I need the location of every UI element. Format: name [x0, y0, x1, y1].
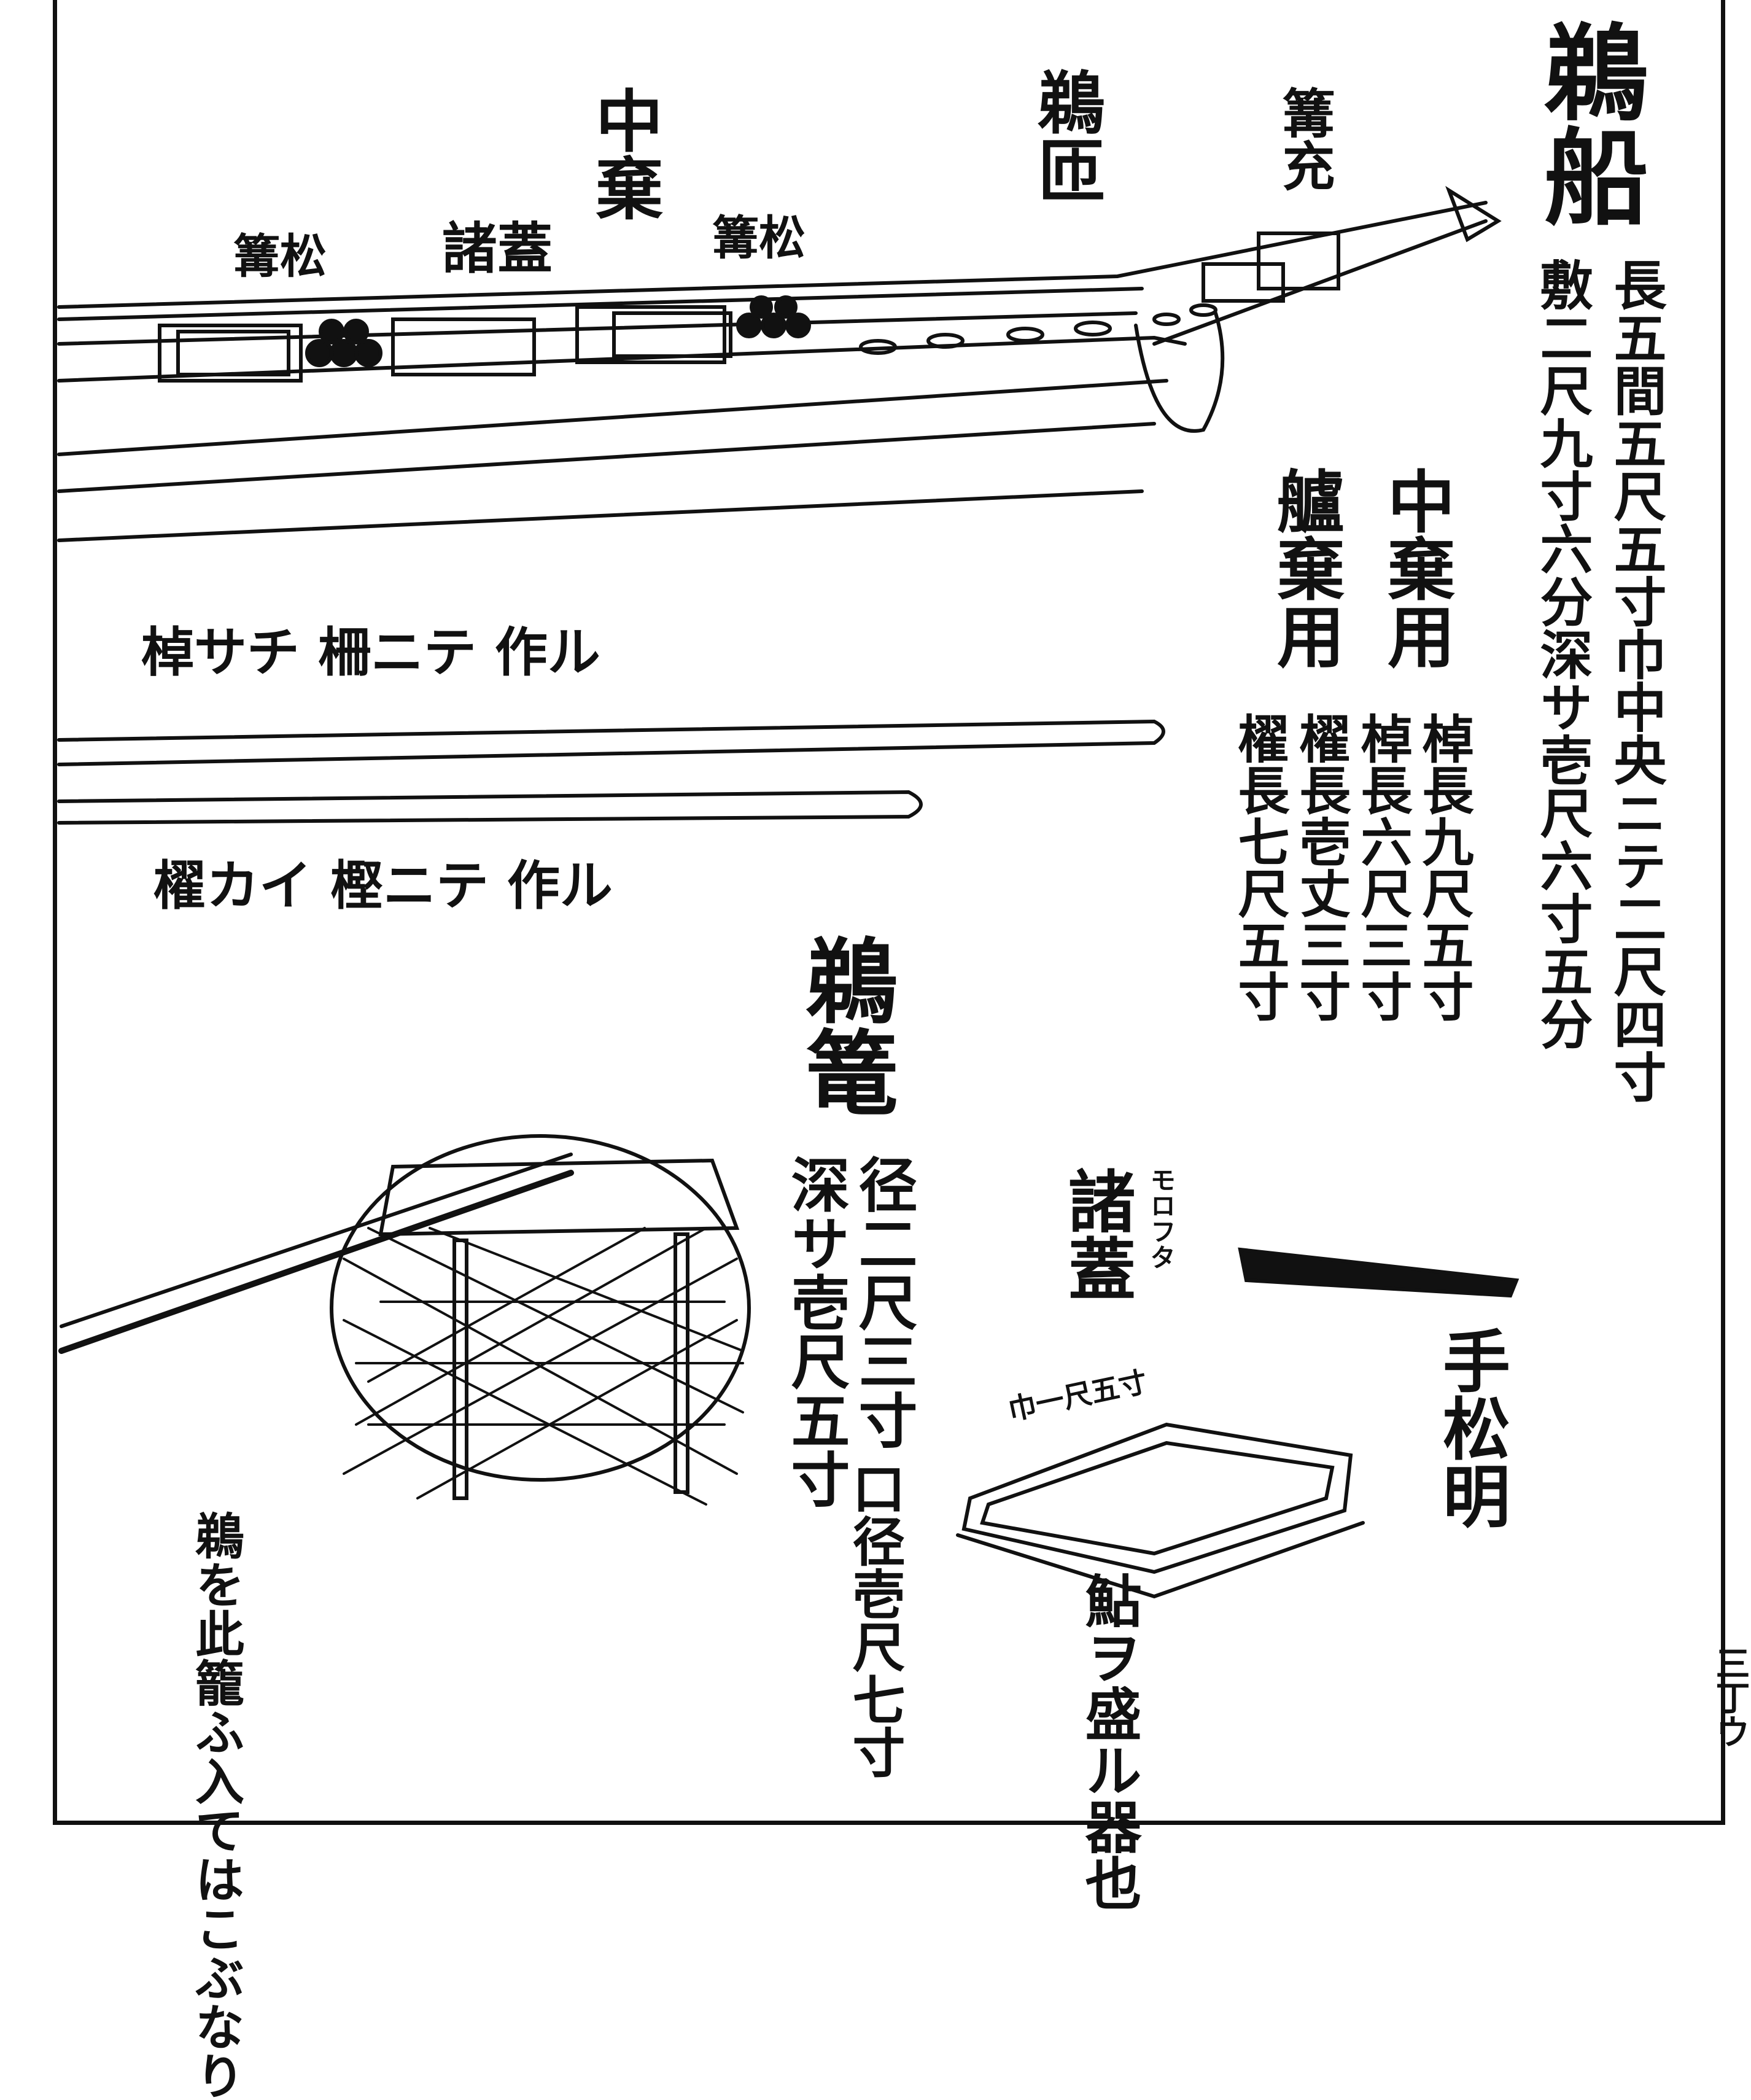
label-kagari-bow: 篝充 — [1273, 86, 1335, 192]
illustrations — [57, 185, 1520, 1599]
torch-label: 手松明 — [1431, 1326, 1510, 1529]
lid-furigana: モロフタ — [1146, 1167, 1176, 1270]
basket-spec-1: 径二尺三寸 — [848, 1154, 918, 1449]
basket-title: 鵜篭 — [790, 933, 898, 1118]
pole2-label: 櫂カイ 樫ニテ 作ル — [153, 855, 613, 917]
basket-illustration — [58, 1134, 751, 1506]
page-frame — [53, 0, 1725, 1825]
label-uhako: 鵜匝 — [1026, 68, 1105, 203]
title-boat: 鵜船 — [1526, 18, 1648, 227]
label-kagari-left: 篝松 — [233, 229, 327, 284]
col-c2: 櫂長壱丈三寸 — [1291, 712, 1352, 1022]
label-moro: 諸蓋 — [442, 216, 553, 281]
page-number: 三丁ウ — [1710, 1646, 1750, 1749]
basket-spec-3: 口径壱尺七寸 — [843, 1461, 905, 1778]
col-a2: 棹長九尺五寸 — [1414, 712, 1475, 1022]
boat-spec-1: 長五間五尺五寸巾中央ニテ二尺四寸 — [1604, 258, 1666, 1103]
pole-illustrations — [57, 719, 1165, 825]
pole1-label: 棹サチ 柵ニテ 作ル — [141, 621, 600, 683]
col-d2: 櫂長七尺五寸 — [1230, 712, 1291, 1022]
col-b1: 艫棄用 — [1265, 467, 1345, 669]
col-a1: 中棄用 — [1376, 467, 1455, 669]
basket-spec-2: 深サ壱尺五寸 — [781, 1154, 850, 1508]
torch-illustration — [1238, 1247, 1520, 1298]
boat-illustration — [57, 185, 1502, 542]
col-b2: 棹長六尺三寸 — [1353, 712, 1413, 1022]
label-kagari-right: 篝松 — [712, 211, 806, 265]
boat-spec-2: 敷二尺九寸六分深サ壱尺六寸五分 — [1531, 258, 1593, 1050]
lid-title: 諸蓋 — [1057, 1167, 1136, 1302]
boat-bundles — [305, 295, 811, 367]
lid-illustration — [956, 1422, 1365, 1599]
label-chusu: 中棄 — [584, 86, 663, 221]
basket-note: 鵜を此籠ふ入てはこぶなり — [187, 1511, 245, 2100]
lid-caption: 鮎ヲ盛ル器也 — [1076, 1572, 1142, 1911]
